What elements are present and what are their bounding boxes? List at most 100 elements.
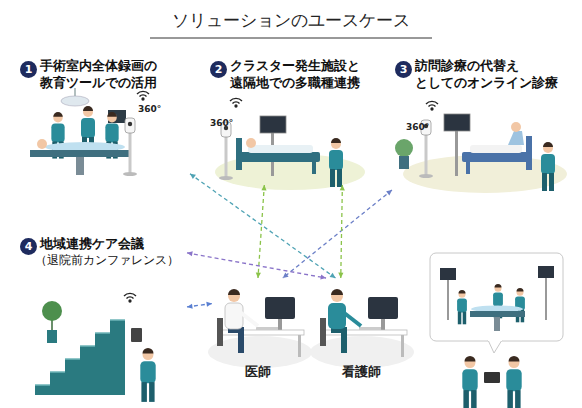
angle-label: 360° — [406, 122, 429, 132]
dashed-connector — [190, 174, 335, 278]
home-visit-scene — [399, 156, 409, 169]
nurse-desk — [368, 297, 398, 319]
surgeon-figure — [457, 290, 467, 324]
operating-room-scene — [30, 88, 149, 176]
remote-team-scene — [545, 278, 547, 320]
nurse-desk — [401, 335, 404, 357]
dashed-connector — [187, 251, 326, 279]
nurse-desk — [341, 333, 347, 353]
remote-team-scene — [488, 339, 502, 341]
nurse-desk — [359, 327, 381, 330]
arrow-head — [187, 304, 193, 309]
connector-line — [187, 253, 326, 278]
use-case-heading: 手術室内全体録画の 教育ツールでの活用 — [40, 57, 190, 91]
diagram-title: ソリューションのユースケース — [0, 9, 582, 31]
doctor-desk — [240, 312, 258, 326]
doctor-desk — [278, 319, 282, 330]
callout-number-text: 3 — [400, 64, 408, 75]
nurse-desk — [331, 289, 343, 295]
staff-figure — [140, 348, 155, 402]
remote-team-scene — [484, 372, 500, 383]
doctor-desk — [225, 303, 243, 329]
nurse-desk — [320, 318, 326, 346]
wifi-symbol — [124, 293, 136, 302]
wifi-symbol — [426, 101, 438, 110]
operating-room-scene — [30, 150, 130, 157]
nurse-desk — [328, 303, 346, 329]
stairs-scene — [35, 320, 125, 385]
remote-team-scene — [488, 340, 502, 353]
cluster-ward-scene — [312, 162, 316, 174]
use-case-heading: 訪問診療の代替え としてのオンライン診療 — [415, 57, 575, 91]
callout-number: 4 — [20, 238, 37, 255]
arrow-head — [256, 272, 261, 278]
wifi-symbol — [230, 98, 242, 107]
callout-number: 1 — [20, 61, 37, 78]
doctor-desk — [238, 333, 244, 353]
doctor-desk — [265, 297, 295, 319]
cluster-ward-scene — [240, 152, 320, 162]
arrow-head — [261, 185, 266, 191]
role-label: 医師 — [212, 364, 304, 380]
dashed-connector — [256, 185, 267, 278]
operating-room-scene — [37, 139, 47, 149]
home-visit-scene — [455, 128, 458, 176]
home-visit-scene — [508, 131, 524, 145]
staff-station: 医師 — [212, 278, 304, 380]
remote-team-scene — [430, 253, 563, 341]
doctor-desk — [208, 336, 312, 368]
home-visit-scene — [466, 162, 470, 174]
doctor-figure — [462, 356, 477, 408]
connector-line — [258, 185, 264, 278]
doctor-desk — [228, 290, 240, 302]
camera-stand — [219, 122, 233, 180]
use-case-panel: 手術室内全体録画の 教育ツールでの活用1 — [15, 55, 190, 180]
nurse-desk — [331, 290, 343, 302]
remote-team-scene — [430, 253, 563, 408]
nurse-desk — [381, 319, 385, 330]
title-underline — [150, 38, 432, 39]
callout-number: 2 — [210, 61, 227, 78]
arrow-head — [320, 274, 326, 279]
remote-team-scene — [494, 317, 500, 331]
connector-line — [341, 185, 343, 278]
dashed-connector — [283, 190, 392, 278]
arrow-head — [338, 273, 343, 278]
stairs-scene — [47, 330, 57, 343]
remote-team-scene — [538, 266, 554, 278]
cluster-ward-scene — [248, 145, 313, 153]
connector-line — [283, 190, 392, 278]
remote-team-scene — [440, 268, 456, 280]
doctor-desk — [228, 289, 240, 295]
callout-number: 3 — [395, 61, 412, 78]
dashed-connector — [187, 302, 212, 309]
arrow-head — [190, 174, 196, 179]
cluster-ward-scene — [260, 116, 286, 133]
use-case-subheading: （退院前カンファレンス） — [35, 253, 179, 268]
home-visit-scene — [462, 152, 530, 162]
callout-number-text: 4 — [25, 241, 33, 252]
callout-number-text: 2 — [215, 64, 223, 75]
operating-room-scene — [61, 96, 89, 106]
stairs-scene — [42, 301, 62, 321]
home-visit-scene — [395, 139, 413, 157]
arrow-head — [340, 185, 345, 190]
home-visit-scene — [395, 101, 567, 193]
home-visit-scene — [511, 122, 521, 132]
arrow-head — [206, 302, 212, 307]
arrow-head — [283, 273, 289, 278]
angle-label: 360° — [210, 118, 233, 128]
doctor-desk — [256, 327, 278, 330]
camera-stand — [123, 118, 137, 176]
stairs-scene — [131, 328, 142, 342]
arrow-head — [330, 273, 336, 278]
operating-room-scene — [76, 157, 84, 175]
staff-station: 看護師 — [315, 278, 407, 380]
cluster-ward-scene — [246, 138, 256, 148]
nurse-figure — [329, 138, 343, 187]
surgeon-figure — [515, 288, 525, 322]
use-case-panel: 地域連携ケア会議（退院前カンファレンス）4 — [15, 233, 187, 400]
use-case-heading: クラスター発生施設と 遠隔地での多職種連携 — [230, 57, 375, 91]
